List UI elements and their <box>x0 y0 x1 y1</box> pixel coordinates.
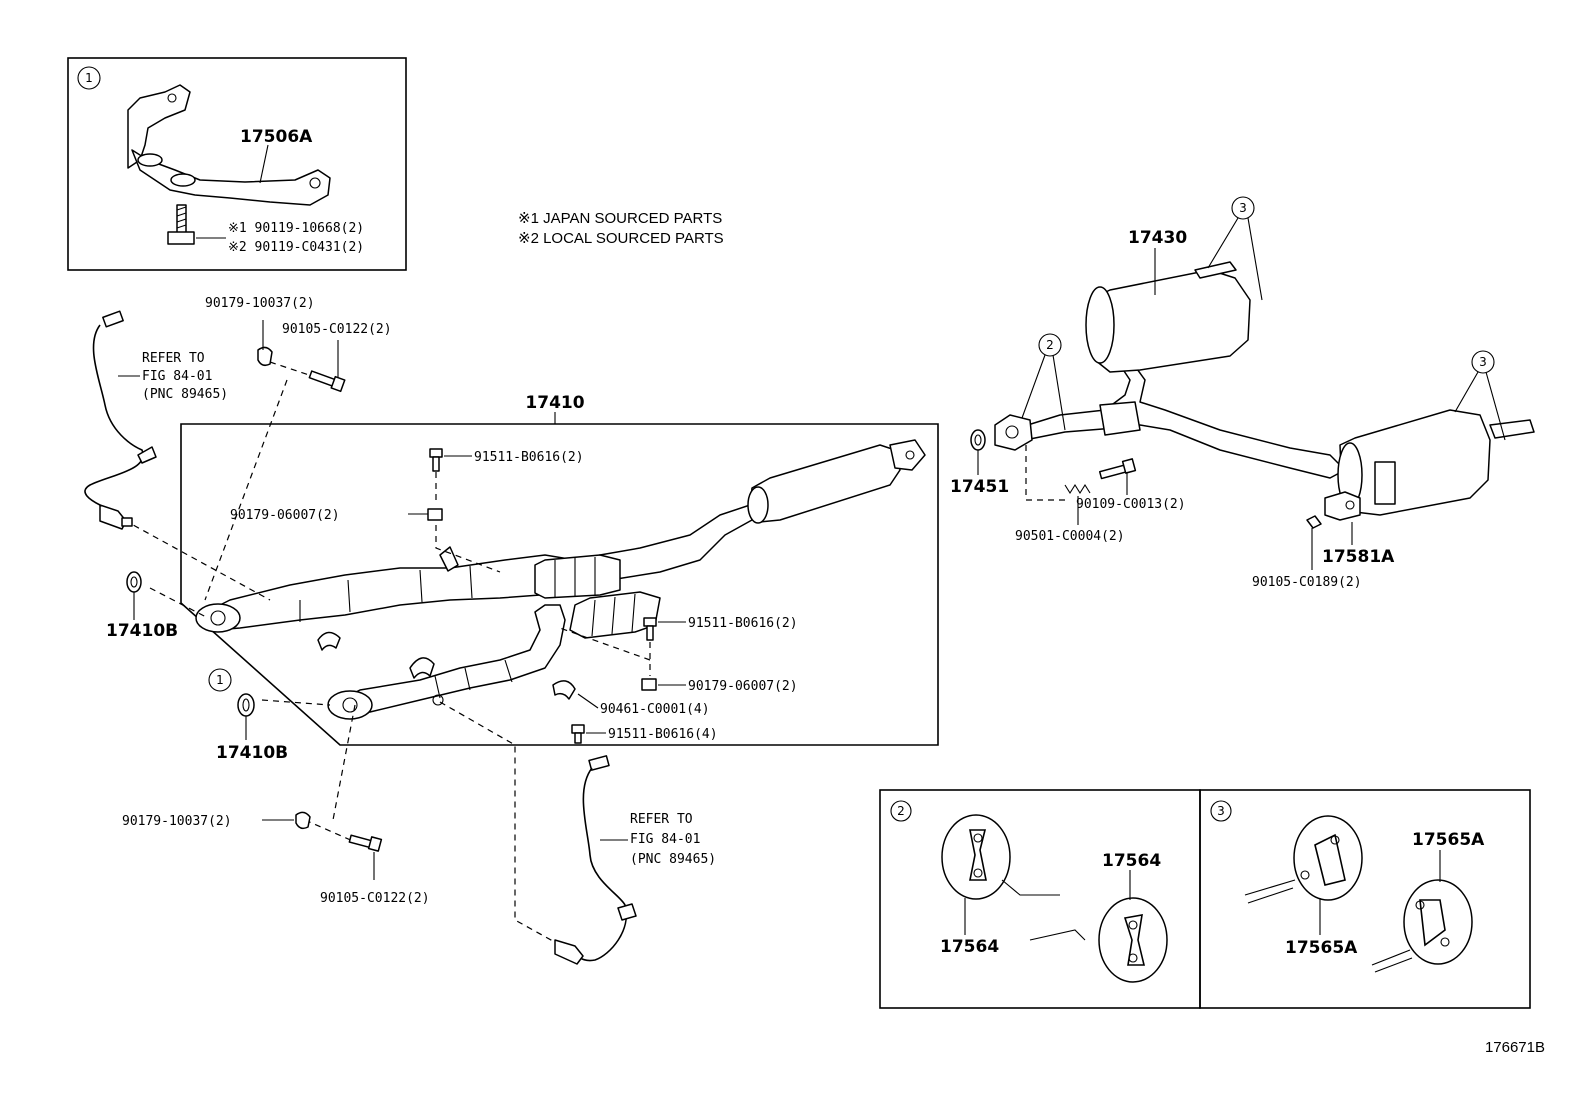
inset-3-box <box>1199 789 1531 1009</box>
label-nut-b: 90179-06007(2) <box>688 679 798 694</box>
front-pipe-upper <box>195 504 753 633</box>
oxygen-sensor-upper <box>84 310 157 530</box>
label-bolt-low-1: 90179-10037(2) <box>122 814 232 829</box>
pipe-clamp-icon <box>317 546 576 700</box>
callout-3-label: 3 <box>1217 804 1225 818</box>
exhaust-valve-actuator <box>1306 491 1361 529</box>
refer-top-line1: REFER TO <box>142 351 205 366</box>
callout-1-label: 1 <box>85 71 93 85</box>
label-bolt-tail: 90109-C0013(2) <box>1076 497 1186 512</box>
footnote-local-sourced: ※2 LOCAL SOURCED PARTS <box>518 230 724 247</box>
gasket-icon <box>126 571 255 717</box>
label-hanger-2a: 17564 <box>940 937 999 957</box>
bracket-17506a-drawing <box>127 84 331 206</box>
label-bolt-valve: 90105-C0189(2) <box>1252 575 1362 590</box>
label-gasket-tail: 17451 <box>950 477 1009 497</box>
label-bolt-low-2: 90105-C0122(2) <box>320 891 430 906</box>
label-hanger-2b: 17564 <box>1102 851 1161 871</box>
refer-top-line3: (PNC 89465) <box>142 387 228 402</box>
bolt-icon <box>295 811 383 852</box>
label-bolt-top-1: 90179-10037(2) <box>205 296 315 311</box>
oxygen-sensor-lower <box>554 755 637 965</box>
label-stud-b: 91511-B0616(2) <box>688 616 798 631</box>
refer-bottom-line3: (PNC 89465) <box>630 852 716 867</box>
callout-3-label: 3 <box>1239 201 1247 215</box>
front-muffler <box>747 439 926 524</box>
inset-1-box: 1 <box>67 57 407 271</box>
label-hanger-3b: 17565A <box>1412 830 1485 850</box>
label-clamp: 90461-C0001(4) <box>600 702 710 717</box>
rubber-hanger-icon <box>941 814 1168 983</box>
main-assembly-frame <box>180 423 939 746</box>
tail-pipe-assembly <box>1017 261 1535 516</box>
label-spring: 90501-C0004(2) <box>1015 529 1125 544</box>
label-gasket-left: 17410B <box>106 621 178 641</box>
bolt-icon <box>257 346 346 393</box>
callout-2-label: 2 <box>897 804 905 818</box>
refer-top-line2: FIG 84-01 <box>142 369 212 384</box>
refer-bottom-line1: REFER TO <box>630 812 693 827</box>
figure-code: 176671B <box>1485 1039 1545 1056</box>
tail-flange-icon <box>994 414 1033 451</box>
label-gasket-lower: 17410B <box>216 743 288 763</box>
label-nut-a: 90179-06007(2) <box>230 508 340 523</box>
callout-2-label: 2 <box>1046 338 1054 352</box>
label-bolt-top-2: 90105-C0122(2) <box>282 322 392 337</box>
label-17410: 17410 <box>525 393 584 413</box>
refer-bottom-line2: FIG 84-01 <box>630 832 700 847</box>
label-valve: 17581A <box>1322 547 1395 567</box>
stud-icon <box>429 448 657 744</box>
callout-1-label: 1 <box>216 673 224 687</box>
label-17506a: 17506A <box>240 127 313 147</box>
label-bolt-local: ※2 90119-C0431(2) <box>228 240 364 255</box>
gasket-icon <box>970 429 986 451</box>
label-hanger-3a: 17565A <box>1285 938 1358 958</box>
callout-3-label: 3 <box>1479 355 1487 369</box>
footnote-japan-sourced: ※1 JAPAN SOURCED PARTS <box>518 210 722 227</box>
catalytic-converter-upper <box>534 554 621 599</box>
bolt-icon <box>167 204 195 245</box>
spring-icon <box>1064 483 1091 495</box>
bolt-icon <box>1098 458 1137 480</box>
label-stud-c: 91511-B0616(4) <box>608 727 718 742</box>
label-stud-a: 91511-B0616(2) <box>474 450 584 465</box>
label-bolt-japan: ※1 90119-10668(2) <box>228 221 364 236</box>
label-tail-assy: 17430 <box>1128 228 1187 248</box>
front-pipe-lower <box>327 604 566 720</box>
rubber-hanger-icon <box>1244 815 1473 973</box>
